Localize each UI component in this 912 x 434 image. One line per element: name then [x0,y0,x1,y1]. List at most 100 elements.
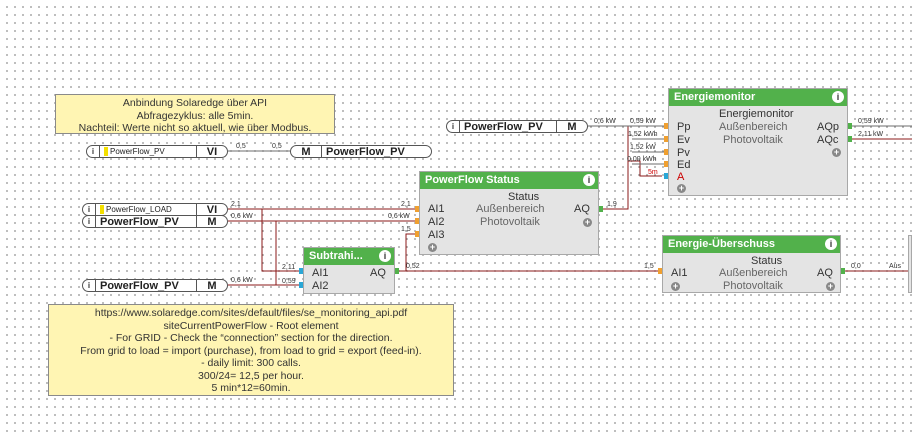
input-ai3[interactable]: AI3 [428,229,445,241]
pill-type: M [291,146,322,157]
info-icon[interactable]: i [825,238,837,250]
offscreen-block[interactable] [908,235,912,293]
add-input-icon[interactable]: + [677,183,686,193]
color-marker [104,147,108,157]
wire-value: 0,59 kW [858,118,884,125]
pill-type: VI [196,146,227,157]
input-pin[interactable] [658,268,662,274]
wire-value: 2,1 [401,201,411,208]
block-status: Energiemonitor [719,108,794,120]
block-header[interactable]: Subtrahi...i [304,248,394,265]
wire-value: 0,6 kW [388,213,410,220]
add-input-icon[interactable]: + [428,242,437,252]
info-icon[interactable]: i [91,147,95,156]
comment-note: Anbindung Solaredge über API Abfragezykl… [55,94,335,134]
input-pin[interactable] [664,136,668,142]
output-aq[interactable]: AQ [370,267,386,279]
info-icon[interactable]: i [583,174,595,186]
output-aqc[interactable]: AQc [817,134,839,146]
input-ed[interactable]: Ed [677,159,691,171]
input-pin[interactable] [415,231,419,237]
memory-pill[interactable]: i PowerFlow_PV M [446,120,588,133]
output-aq[interactable]: AQ [574,203,590,215]
pill-type: VI [196,204,227,215]
input-pin[interactable] [299,282,303,288]
pill-name: PowerFlow_PV [100,215,179,228]
info-icon[interactable]: i [87,205,91,214]
info-icon[interactable]: i [379,250,391,262]
block-status: Status [751,255,783,267]
add-input-icon[interactable]: + [671,281,680,291]
input-pin[interactable] [664,161,668,167]
input-pin[interactable] [664,149,668,155]
wire-value: 1,5 [401,226,411,233]
wire-value: 2,11 [282,264,296,271]
memory-pill[interactable]: i PowerFlow_PV M [82,215,228,228]
wire-value: 0,59 [282,278,296,285]
input-ev[interactable]: Ev [677,134,690,146]
input-pin[interactable] [415,218,419,224]
pill-name: PowerFlow_PV [464,120,543,133]
note-line: Nachteil: Werte nicht so aktuell, wie üb… [78,122,312,134]
wire-value: 0,6 kW [231,213,253,220]
input-pin[interactable] [664,123,668,129]
block-line: Außenbereich [719,121,788,133]
output-pin[interactable] [848,123,852,129]
pill-name: PowerFlow_LOAD [96,205,196,215]
note-line: From grid to load = import (purchase), f… [80,344,422,357]
block-line: Photovoltaik [723,134,783,146]
input-pin[interactable] [415,206,419,212]
input-ai1[interactable]: AI1 [428,203,445,215]
wire-value: 0,59 kW [630,118,656,125]
wire-value: 0,5 [236,143,246,150]
wire-value: 0,6 kW [594,118,616,125]
output-pin[interactable] [848,136,852,142]
wire-value: 1,5 [644,263,654,270]
note-line: 5 min*12=60min. [211,382,291,394]
block-line: Außenbereich [476,203,545,215]
add-output-icon[interactable]: + [583,217,592,227]
wire-value: 0,6 kW [231,277,253,284]
input-ai1[interactable]: AI1 [312,267,329,279]
pill-type: M [196,216,227,227]
output-pin[interactable] [841,268,845,274]
add-output-icon[interactable]: + [832,147,841,157]
wire-value: 5m [648,169,658,176]
output-aq[interactable]: AQ [817,267,833,279]
input-ai2[interactable]: AI2 [312,280,329,292]
input-pp[interactable]: Pp [677,121,691,133]
output-pin[interactable] [599,206,603,212]
output-aqp[interactable]: AQp [817,121,840,133]
info-icon[interactable]: i [451,122,455,131]
input-a[interactable]: A [677,171,685,183]
memory-output-pill[interactable]: M PowerFlow_PV [290,145,432,158]
subtrahierer-block[interactable]: Subtrahi...i AI1 AI2 AQ [303,247,395,294]
note-line: siteCurrentPowerFlow - Root element [163,319,339,332]
wire-value: 2,11 kW [858,131,884,138]
output-pin[interactable] [395,268,399,274]
input-ai2[interactable]: AI2 [428,216,445,228]
add-output-icon[interactable]: + [826,281,835,291]
wire [228,220,303,286]
wire-value: 0,52 [406,263,420,270]
input-pin[interactable] [664,173,668,179]
input-pv[interactable]: Pv [677,147,690,159]
input-pin[interactable] [299,268,303,274]
pill-name: PowerFlow_PV [326,145,405,158]
info-icon[interactable]: i [832,91,844,103]
pill-type: M [556,121,587,132]
virtual-input-pill[interactable]: i PowerFlow_PV VI [86,145,228,158]
input-ai1[interactable]: AI1 [671,267,688,279]
memory-pill[interactable]: i PowerFlow_PV M [82,279,228,292]
note-line: https://www.solaredge.com/sites/default/… [94,307,408,319]
info-icon[interactable]: i [87,217,91,226]
wire-value: 0,00 kWh [627,156,657,163]
info-icon[interactable]: i [87,281,91,290]
wire-value: 1,52 kW [630,144,656,151]
